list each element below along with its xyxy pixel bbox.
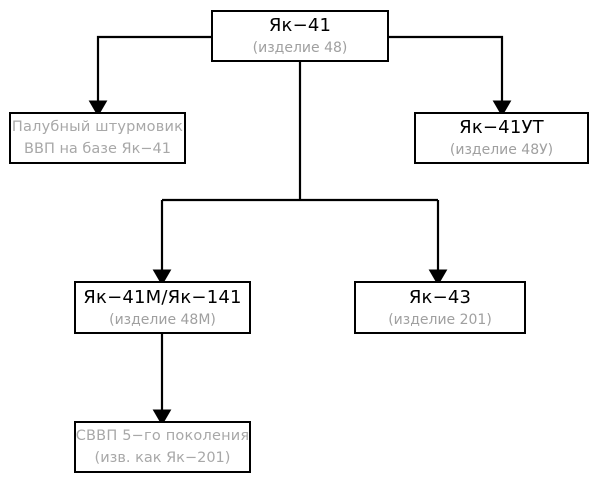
node-yak41ut-subtitle: (изделие 48У): [449, 142, 554, 158]
edge-yak41-to-yak41ut: [389, 35, 512, 117]
node-yak41ut-title: Як−41УТ: [459, 117, 544, 138]
node-palubny-shturmovik[interactable]: Палубный штурмовик ВВП на базе Як−41: [9, 112, 186, 164]
node-yak43-subtitle: (изделие 201): [388, 311, 492, 328]
node-svvp-5th-generation[interactable]: СВВП 5−го поколения (изв. как Як−201): [74, 421, 251, 473]
node-yak43-title: Як−43: [408, 286, 472, 308]
node-svvp-5th-generation-subtitle: (изв. как Як−201): [94, 450, 231, 466]
edge-yak41-to-palubny: [88, 35, 211, 117]
edge-yak41-trunk: [162, 62, 438, 202]
node-yak41[interactable]: Як−41 (изделие 48): [211, 10, 389, 62]
node-yak41-subtitle: (изделие 48): [252, 40, 348, 56]
node-yak41-title: Як−41: [268, 15, 332, 36]
node-palubny-shturmovik-subtitle: ВВП на базе Як−41: [24, 141, 171, 157]
node-yak41ut[interactable]: Як−41УТ (изделие 48У): [414, 112, 589, 164]
node-yak41m-yak141[interactable]: Як−41М/Як−141 (изделие 48М): [74, 281, 251, 334]
node-yak41m-yak141-subtitle: (изделие 48М): [109, 311, 216, 328]
node-svvp-5th-generation-title: СВВП 5−го поколения: [75, 427, 250, 444]
node-yak41m-yak141-title: Як−41М/Як−141: [83, 286, 242, 308]
node-yak43[interactable]: Як−43 (изделие 201): [354, 281, 526, 334]
node-palubny-shturmovik-title: Палубный штурмовик: [11, 118, 184, 135]
